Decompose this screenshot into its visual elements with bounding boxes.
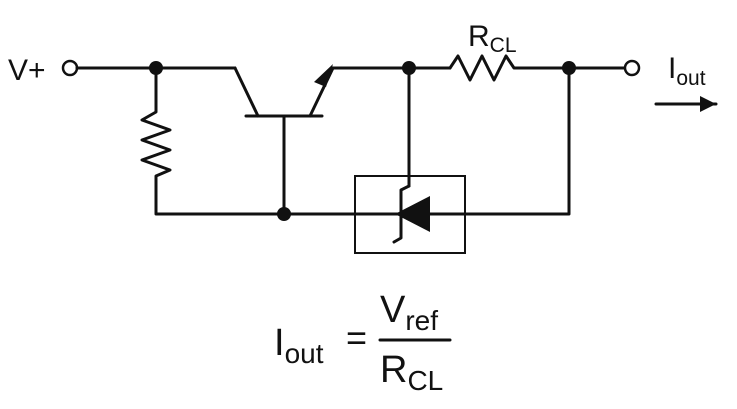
input-terminal [61, 59, 79, 77]
vplus-label: V+ [8, 54, 46, 87]
formula: Iout = Vref RCL [274, 289, 452, 396]
junction-base [277, 207, 291, 221]
bias-resistor [140, 66, 285, 216]
formula-lhs: Iout [274, 322, 324, 369]
rcl-label: RCL [468, 20, 517, 57]
voltage-reference [354, 175, 466, 254]
rcl-resistor [448, 54, 627, 82]
transistor [233, 64, 335, 216]
iout-label: Iout [668, 52, 706, 90]
formula-numerator: Vref [380, 289, 438, 336]
current-arrow-icon [700, 96, 716, 112]
transistor-collector [233, 66, 260, 118]
output-return-wire [390, 66, 571, 216]
formula-denominator: RCL [380, 349, 443, 396]
emitter-arrow-icon [314, 64, 333, 87]
zener-cathode-bar [392, 184, 411, 244]
zener-diode-icon [395, 196, 430, 232]
formula-equals: = [346, 317, 367, 358]
output-terminal [623, 59, 641, 77]
reference-box [354, 175, 466, 254]
